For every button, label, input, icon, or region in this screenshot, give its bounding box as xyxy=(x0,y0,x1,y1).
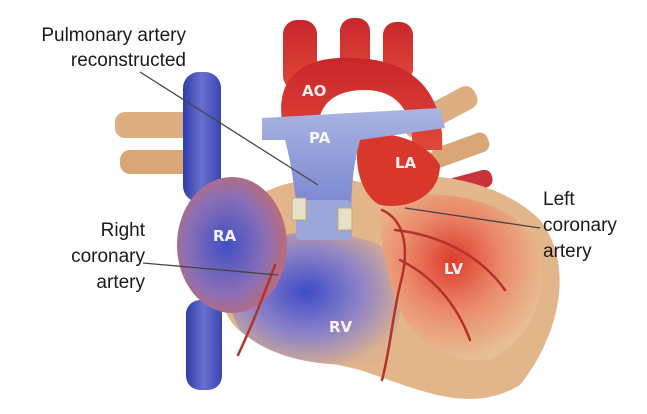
valve-stent-left xyxy=(292,198,306,220)
left-coronary-callout-line1: Left xyxy=(543,189,575,210)
pulmonary-callout-line1: Pulmonary artery xyxy=(41,25,186,46)
lv-label: LV xyxy=(444,260,463,278)
valve-stent-right xyxy=(338,208,352,230)
right-coronary-callout-line3: artery xyxy=(96,272,145,293)
la-label: LA xyxy=(395,154,417,172)
right-coronary-callout-line2: coronary xyxy=(71,246,145,267)
pa-label: PA xyxy=(309,129,331,147)
right-coronary-callout-line1: Right xyxy=(101,220,146,241)
pulmonary-callout-line2: reconstructed xyxy=(71,50,186,71)
left-coronary-callout-line3: artery xyxy=(543,241,592,262)
inferior-vena-cava xyxy=(186,300,222,390)
ao-label: AO xyxy=(302,82,326,100)
rv-label: RV xyxy=(329,318,353,336)
right-atrium xyxy=(177,177,287,313)
ra-label: RA xyxy=(213,227,237,245)
left-coronary-callout-line2: coronary xyxy=(543,215,617,236)
